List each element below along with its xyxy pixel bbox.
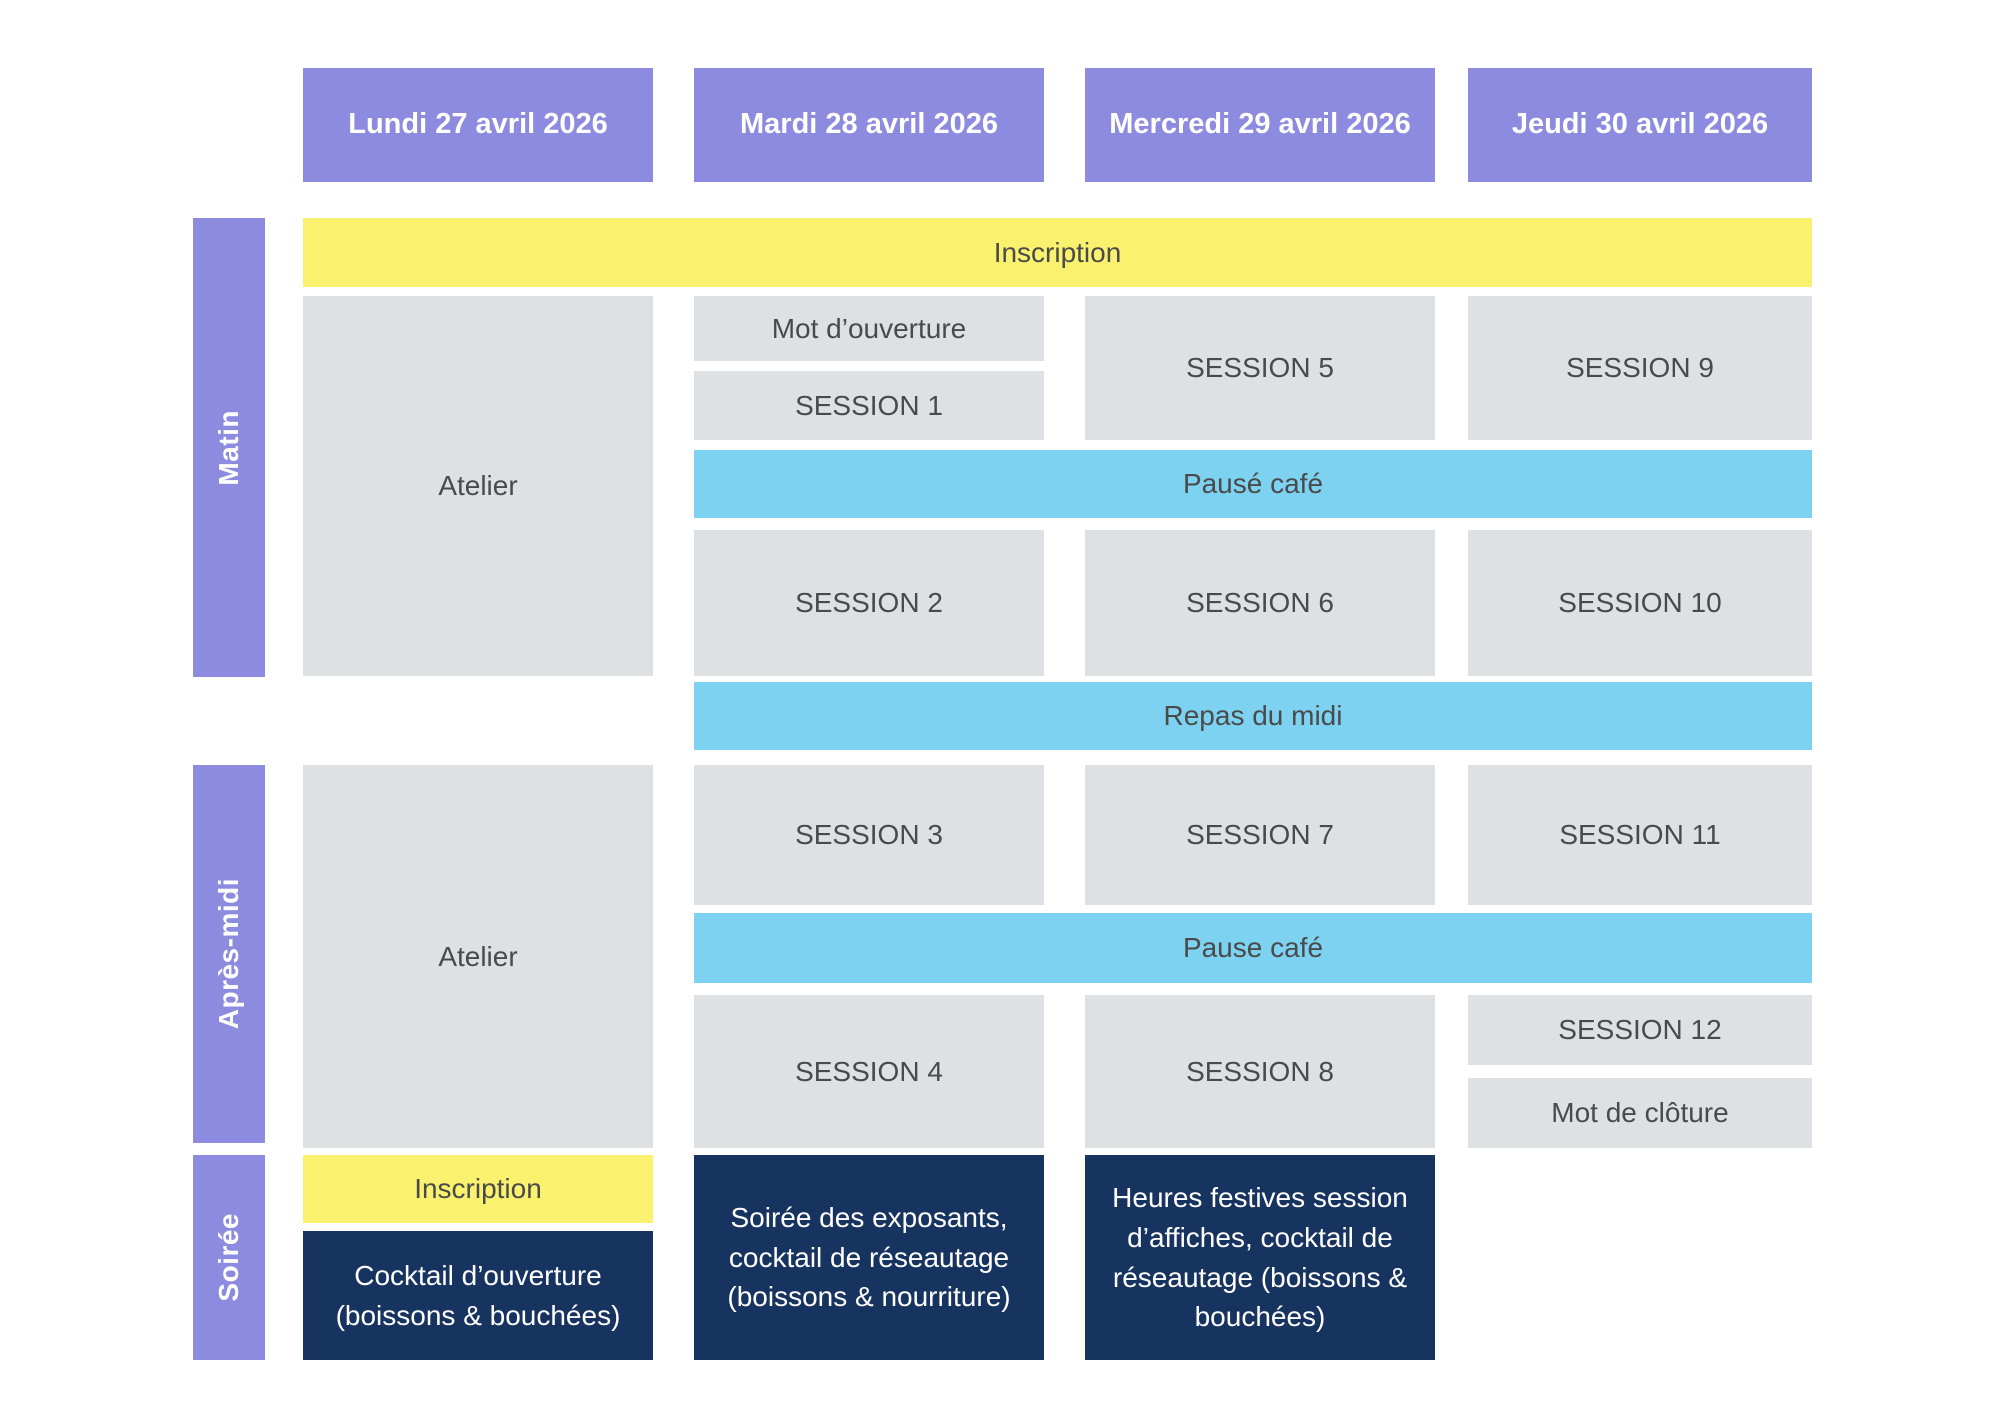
period-label-matin-text: Matin: [213, 409, 245, 486]
event-session-12: SESSION 12: [1468, 995, 1812, 1065]
event-session-6: SESSION 6: [1085, 530, 1435, 676]
period-label-apres-midi: Après-midi: [193, 765, 265, 1143]
event-atelier-matin: Atelier: [303, 296, 653, 676]
day-header-mercredi: Mercredi 29 avril 2026: [1085, 68, 1435, 182]
event-session-8: SESSION 8: [1085, 995, 1435, 1148]
event-inscription-soiree: Inscription: [303, 1155, 653, 1223]
event-heures-festives: Heures festives session d’affiches, cock…: [1085, 1155, 1435, 1360]
event-session-9: SESSION 9: [1468, 296, 1812, 440]
event-atelier-apres-midi: Atelier: [303, 765, 653, 1148]
event-session-10: SESSION 10: [1468, 530, 1812, 676]
event-session-1: SESSION 1: [694, 371, 1044, 440]
period-label-apres-midi-text: Après-midi: [213, 878, 245, 1030]
event-pause-cafe-apres-midi: Pause café: [694, 913, 1812, 983]
event-session-4: SESSION 4: [694, 995, 1044, 1148]
period-label-soiree: Soirée: [193, 1155, 265, 1360]
event-session-2: SESSION 2: [694, 530, 1044, 676]
event-pause-cafe-matin: Pausé café: [694, 450, 1812, 518]
event-session-5: SESSION 5: [1085, 296, 1435, 440]
day-header-mardi: Mardi 28 avril 2026: [694, 68, 1044, 182]
event-cocktail-ouverture: Cocktail d’ouverture (boissons & bouchée…: [303, 1231, 653, 1360]
event-session-11: SESSION 11: [1468, 765, 1812, 905]
event-mot-de-cloture: Mot de clôture: [1468, 1078, 1812, 1148]
period-label-matin: Matin: [193, 218, 265, 677]
event-repas-du-midi: Repas du midi: [694, 682, 1812, 750]
day-header-lundi: Lundi 27 avril 2026: [303, 68, 653, 182]
period-label-soiree-text: Soirée: [213, 1213, 245, 1302]
event-soiree-exposants: Soirée des exposants, cocktail de réseau…: [694, 1155, 1044, 1360]
day-header-jeudi: Jeudi 30 avril 2026: [1468, 68, 1812, 182]
event-inscription-matin: Inscription: [303, 218, 1812, 287]
event-session-3: SESSION 3: [694, 765, 1044, 905]
event-mot-ouverture: Mot d’ouverture: [694, 296, 1044, 361]
event-session-7: SESSION 7: [1085, 765, 1435, 905]
